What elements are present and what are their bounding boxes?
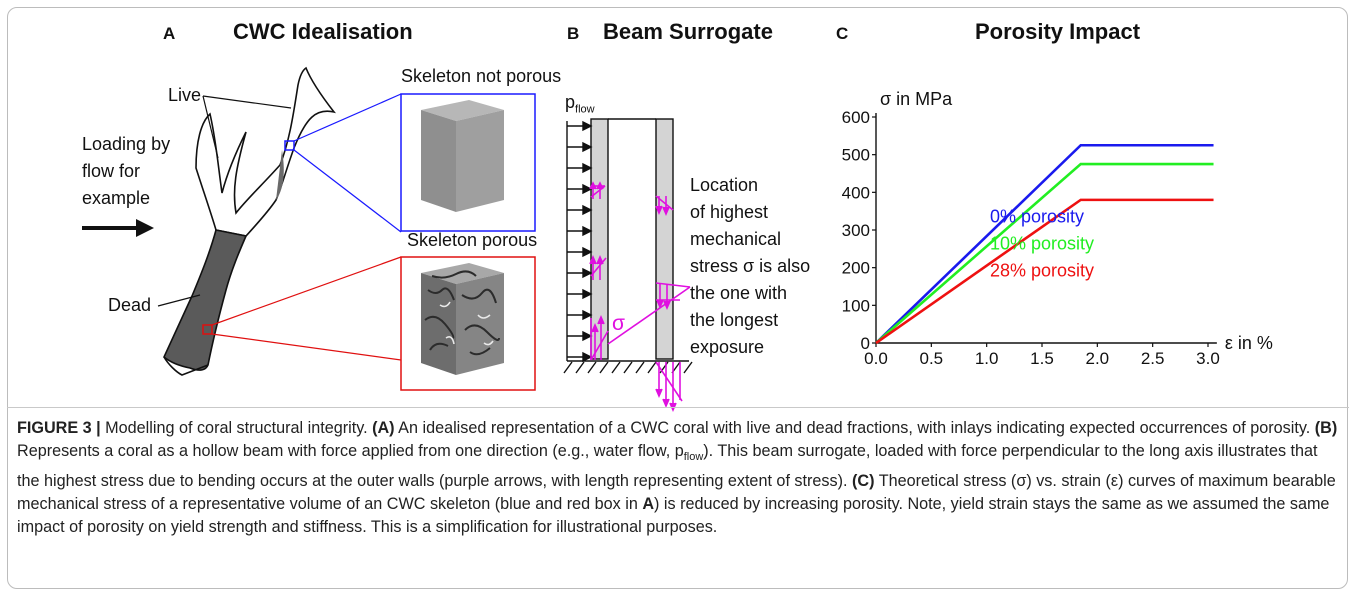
figure-frame <box>7 7 1348 589</box>
x-tick-label: 0.5 <box>920 349 944 368</box>
coral-live-part <box>195 66 336 237</box>
series-line-3 <box>875 198 1214 345</box>
caption-text: ) is reduced by increasing porosity. Not… <box>17 494 1330 537</box>
y-axis-label: σ in MPa <box>880 89 953 109</box>
series-label-1: 0% porosity <box>990 206 1084 226</box>
y-tick-label: 100 <box>842 296 870 315</box>
y-tick-label: 500 <box>842 146 870 165</box>
x-axis-label: ε in % <box>1225 333 1273 353</box>
dead-label: Dead <box>108 295 152 315</box>
caption-ref-a: (A) <box>372 419 395 437</box>
panel-a-title: CWC Idealisation <box>233 19 413 44</box>
panel-b-letter: B <box>567 24 580 43</box>
panel-c-letter: C <box>836 24 849 43</box>
y-tick-label: 200 <box>842 259 870 278</box>
not-porous-marker <box>284 140 295 151</box>
caption-ref-b: (B) <box>1314 419 1338 437</box>
beam-right-wall <box>655 118 674 360</box>
series-label-2: 10% porosity <box>990 233 1094 253</box>
loading-line-2: flow for <box>82 161 141 181</box>
x-tick-label: 1.5 <box>1030 349 1054 368</box>
beam-text-line-2: of highest <box>690 202 769 222</box>
caption-text: Modelling of coral structural integrity. <box>100 419 373 437</box>
caption-subscript: flow <box>683 451 704 464</box>
loading-text: Loading by flow for example <box>82 131 170 212</box>
beam-left-wall <box>590 118 609 360</box>
not-porous-label: Skeleton not porous <box>401 66 562 86</box>
beam-text-line-1: Location <box>690 175 759 195</box>
p-label: p <box>565 92 576 112</box>
porosity-chart: 0 100 200 300 400 500 600 0.0 0.5 1.0 1.5 2.0 2.5 3.0… <box>842 89 1273 368</box>
series-label-3: 28% porosity <box>990 260 1094 280</box>
stress-arrows <box>589 181 691 413</box>
series-line-1 <box>875 143 1214 344</box>
beam-explanation: Location of highest mechanical stress σ … <box>690 172 810 361</box>
x-tick-label: 2.5 <box>1141 349 1165 368</box>
loading-line-3: example <box>82 188 151 208</box>
caption-ref-c: (C) <box>852 471 875 490</box>
coral-dead-part <box>163 229 248 371</box>
caption-text: Theoretical stress (σ) vs. strain (ε) cu… <box>17 471 1336 513</box>
smooth-cube-image <box>421 100 504 212</box>
y-tick-label: 400 <box>842 183 870 202</box>
figure-caption: FIGURE 3 | Modelling of coral structural… <box>17 417 1342 539</box>
loading-line-1: Loading by <box>82 134 171 154</box>
series-line-2 <box>875 162 1214 344</box>
panel-b-title: Beam Surrogate <box>603 19 773 44</box>
panel-a-letter: A <box>163 24 176 43</box>
flow-load-arrows <box>567 120 593 363</box>
x-tick-label: 2.0 <box>1086 349 1110 368</box>
p-flow-subscript: flow <box>575 103 595 116</box>
sigma-label: σ <box>612 312 625 335</box>
caption-divider <box>7 407 1349 408</box>
figure-label: FIGURE 3 | <box>17 419 101 437</box>
x-tick-label: 1.0 <box>975 349 999 368</box>
caption-ref-a2: A <box>642 494 655 513</box>
beam-text-line-4: stress σ is also <box>690 256 811 276</box>
y-tick-label: 300 <box>842 221 870 240</box>
ground-hatching <box>563 361 693 374</box>
flow-arrow-head <box>136 219 154 237</box>
panel-c-title: Porosity Impact <box>975 19 1141 44</box>
caption-text: Represents a coral as a hollow beam with… <box>17 442 684 461</box>
caption-text: ). This beam surrogate, loaded with forc… <box>17 442 1318 490</box>
beam-text-line-6: the longest <box>690 310 779 330</box>
x-tick-label: 0.0 <box>864 349 888 368</box>
beam-text-line-3: mechanical <box>690 229 782 249</box>
p-flow-label: pflow <box>565 92 595 116</box>
live-label: Live <box>168 85 202 105</box>
beam-text-line-7: exposure <box>690 337 765 357</box>
y-tick-label: 0 <box>861 334 870 353</box>
y-tick-label: 600 <box>842 108 870 127</box>
porous-cube-image <box>421 263 504 375</box>
porous-marker <box>202 324 213 335</box>
x-tick-label: 3.0 <box>1196 349 1220 368</box>
porous-label: Skeleton porous <box>407 230 538 250</box>
caption-text: An idealised representation of a CWC cor… <box>394 419 1315 437</box>
beam-text-line-5: the one with <box>690 283 788 303</box>
